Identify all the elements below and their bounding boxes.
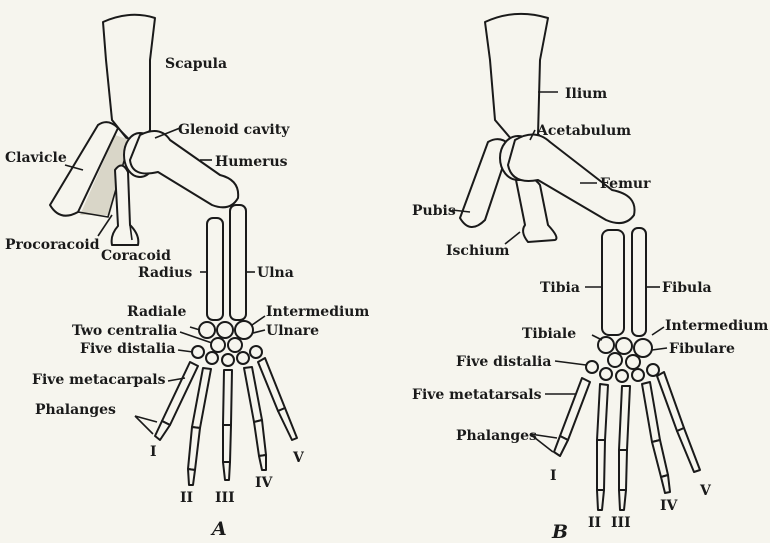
label-ulna: Ulna bbox=[257, 265, 294, 281]
distale-bone bbox=[206, 352, 218, 364]
fibula-bone bbox=[632, 228, 646, 336]
label-scapula: Scapula bbox=[165, 56, 227, 72]
label-digit-5-b: V bbox=[699, 483, 712, 499]
digit-1-bones bbox=[560, 378, 590, 440]
digit-4-bones bbox=[259, 455, 266, 470]
digit-5-bones bbox=[677, 428, 700, 472]
label-phalanges-b: Phalanges bbox=[456, 428, 537, 444]
distale-bone bbox=[616, 370, 628, 382]
digit-5-bones bbox=[278, 408, 297, 440]
label-five-metatarsals: Five metatarsals bbox=[412, 387, 542, 403]
digit-3-bones bbox=[619, 386, 630, 450]
label-digit-2-a: II bbox=[180, 490, 193, 506]
label-tibia: Tibia bbox=[540, 280, 580, 296]
digit-5-bones bbox=[258, 358, 285, 411]
distale-bone bbox=[632, 369, 644, 381]
digit-2-bones bbox=[188, 469, 195, 485]
digit-1-bones bbox=[155, 421, 170, 440]
digit-3-bones bbox=[223, 462, 230, 480]
digit-4-bones bbox=[254, 420, 266, 456]
distale-bone bbox=[647, 364, 659, 376]
digit-1-bones bbox=[554, 436, 568, 456]
digit-3-bones bbox=[223, 370, 232, 425]
distale-bone bbox=[222, 354, 234, 366]
digit-4-bones bbox=[244, 367, 262, 422]
intermedium-bone bbox=[616, 338, 632, 354]
label-fibulare: Fibulare bbox=[669, 341, 735, 357]
label-procoracoid: Procoracoid bbox=[5, 237, 100, 253]
label-tibiale: Tibiale bbox=[522, 326, 576, 342]
digit-4-bones bbox=[661, 475, 670, 493]
caption-a: A bbox=[210, 518, 227, 540]
centrale-bone bbox=[626, 355, 640, 369]
label-clavicle: Clavicle bbox=[5, 150, 67, 166]
label-coracoid: Coracoid bbox=[101, 248, 171, 264]
centrale-bone bbox=[211, 338, 225, 352]
fibulare-bone bbox=[634, 339, 652, 357]
digit-3-bones bbox=[619, 490, 626, 510]
coracoid-bone bbox=[112, 165, 139, 245]
label-acetabulum: Acetabulum bbox=[536, 123, 631, 139]
label-intermedium-a: Intermedium bbox=[266, 304, 369, 320]
distale-bone bbox=[250, 346, 262, 358]
label-digit-3-b: III bbox=[611, 515, 631, 531]
digit-2-bones bbox=[188, 427, 200, 470]
digit-4-bones bbox=[642, 382, 660, 442]
digit-4-bones bbox=[652, 440, 668, 477]
distale-bone bbox=[586, 361, 598, 373]
panel-b-hindlimb: Ilium Acetabulum Femur Pubis Ischium Tib… bbox=[412, 14, 768, 543]
ulna-bone bbox=[230, 205, 246, 320]
label-femur: Femur bbox=[600, 176, 651, 192]
label-intermedium-b: Intermedium bbox=[665, 318, 768, 334]
digits-a bbox=[155, 358, 297, 485]
digit-2-bones bbox=[192, 368, 211, 428]
digit-3-bones bbox=[619, 450, 627, 490]
digit-2-bones bbox=[597, 490, 604, 510]
tarsals-b bbox=[586, 337, 659, 382]
label-pubis: Pubis bbox=[412, 203, 456, 219]
label-ilium: Ilium bbox=[565, 86, 607, 102]
radiale-bone bbox=[199, 322, 215, 338]
label-five-distalia-b: Five distalia bbox=[456, 354, 551, 370]
label-radiale: Radiale bbox=[127, 304, 187, 320]
centrale-bone bbox=[608, 353, 622, 367]
label-five-metacarpals: Five metacarpals bbox=[32, 372, 166, 388]
tibia-bone bbox=[602, 230, 624, 335]
distale-bone bbox=[237, 352, 249, 364]
label-digit-1-b: I bbox=[550, 468, 557, 484]
caption-b: B bbox=[551, 521, 568, 543]
label-five-distalia-a: Five distalia bbox=[80, 341, 175, 357]
distale-bone bbox=[192, 346, 204, 358]
carpals-a bbox=[192, 321, 262, 366]
label-digit-1-a: I bbox=[150, 444, 157, 460]
digit-1-bones bbox=[162, 362, 198, 425]
digits-b bbox=[554, 372, 700, 510]
label-two-centralia: Two centralia bbox=[72, 323, 177, 339]
intermedium-bone bbox=[217, 322, 233, 338]
panel-a-forelimb: Scapula Glenoid cavity Clavicle Humerus … bbox=[5, 15, 369, 540]
label-fibula: Fibula bbox=[662, 280, 712, 296]
label-humerus: Humerus bbox=[215, 154, 288, 170]
label-phalanges-a: Phalanges bbox=[35, 402, 116, 418]
label-digit-2-b: II bbox=[588, 515, 601, 531]
digit-2-bones bbox=[597, 384, 608, 440]
label-digit-5-a: V bbox=[292, 450, 305, 466]
radius-bone bbox=[207, 218, 223, 320]
label-digit-3-a: III bbox=[215, 490, 235, 506]
centrale-bone bbox=[228, 338, 242, 352]
digit-3-bones bbox=[223, 425, 231, 462]
label-glenoid-cavity: Glenoid cavity bbox=[178, 122, 290, 138]
digit-2-bones bbox=[597, 440, 605, 490]
ulnare-bone bbox=[235, 321, 253, 339]
label-digit-4-b: IV bbox=[660, 498, 679, 514]
label-ischium: Ischium bbox=[446, 243, 510, 259]
distale-bone bbox=[600, 368, 612, 380]
digit-5-bones bbox=[657, 372, 684, 431]
label-radius: Radius bbox=[138, 265, 192, 281]
label-digit-4-a: IV bbox=[255, 475, 274, 491]
label-ulnare: Ulnare bbox=[266, 323, 319, 339]
